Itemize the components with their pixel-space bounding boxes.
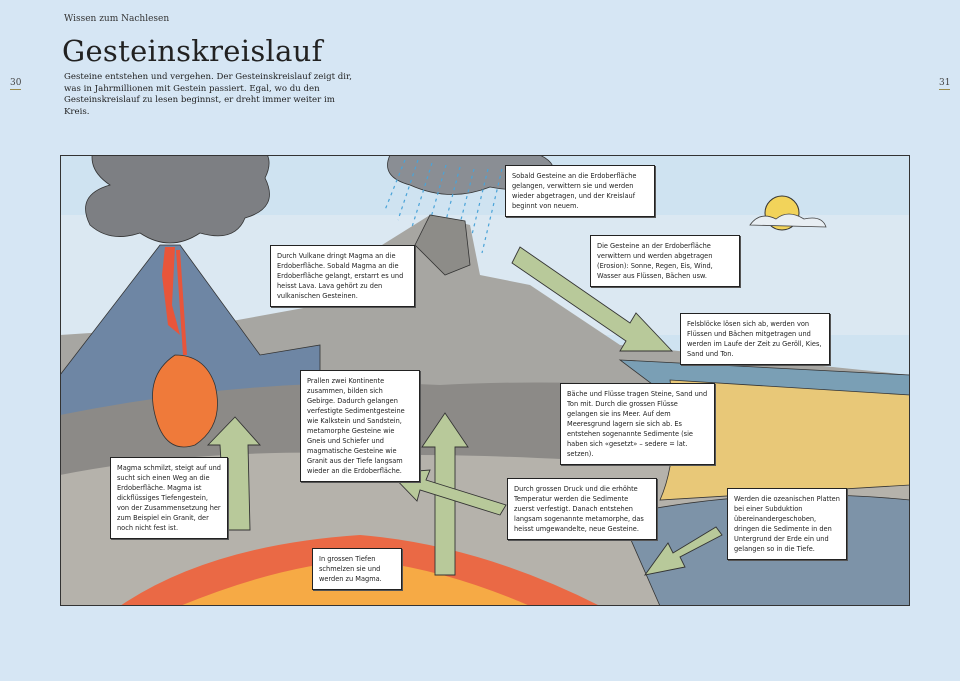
text-box-continents: Prallen zwei Kontinente zusammen, bilden… — [300, 370, 420, 482]
text-box-volcano: Durch Vulkane dringt Magma an die Erdobe… — [270, 245, 415, 307]
arrow-up-left — [206, 416, 262, 531]
lava-flow — [162, 247, 180, 335]
mountain-peak — [414, 214, 471, 276]
page-number-right: 31 — [939, 78, 951, 90]
arrow-erosion — [511, 246, 674, 352]
text-box-surface: Sobald Gesteine an die Erdoberfläche gel… — [505, 165, 655, 217]
kicker: Wissen zum Nachlesen — [64, 14, 170, 24]
volcano-smoke — [85, 155, 270, 244]
rock-cycle-illustration: Durch Vulkane dringt Magma an die Erdobe… — [60, 155, 910, 606]
cycle-arrows — [206, 246, 723, 576]
page-title: Gesteinskreislauf — [62, 34, 323, 68]
frame — [60, 155, 910, 606]
text-box-sediments: Bäche und Flüsse tragen Steine, Sand und… — [560, 383, 715, 465]
intro-text: Gesteine entstehen und vergehen. Der Ges… — [64, 72, 352, 117]
page-number-left: 30 — [10, 78, 22, 90]
arrow-subduction — [643, 526, 723, 576]
magma-conduit — [176, 249, 187, 356]
small-cloud — [749, 213, 827, 228]
text-box-boulders: Felsblöcke lösen sich ab, werden von Flü… — [680, 313, 830, 365]
text-box-magma: Magma schmilzt, steigt auf und sucht sic… — [110, 457, 228, 539]
text-box-erosion: Die Gesteine an der Erdoberfläche verwit… — [590, 235, 740, 287]
text-box-metamorphic: Durch grossen Druck und die erhöhte Temp… — [507, 478, 657, 540]
text-box-depth: In grossen Tiefen schmelzen sie und werd… — [312, 548, 402, 590]
magma-chamber — [152, 354, 218, 448]
text-box-subduction: Werden die ozeanischen Platten bei einer… — [727, 488, 847, 560]
